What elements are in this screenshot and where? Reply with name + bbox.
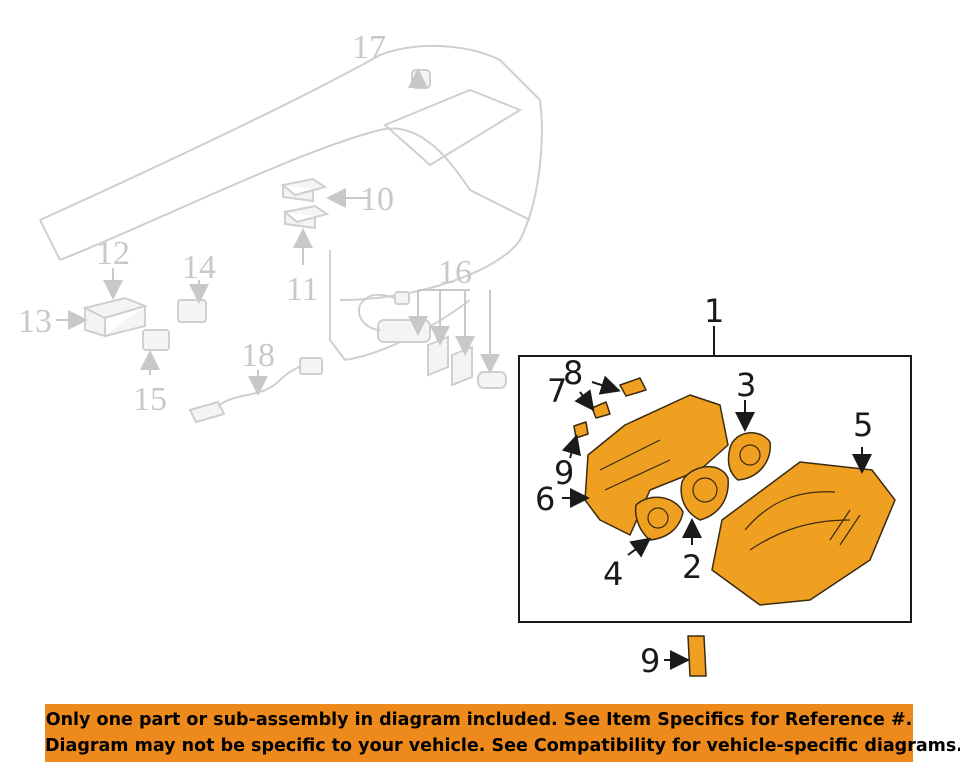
part-14-switch (177, 299, 207, 323)
callout-17: 17 (352, 29, 386, 66)
cluster-parts (573, 377, 896, 677)
part-16-bezel-a (427, 335, 449, 377)
part-9-bulb-a (573, 421, 589, 439)
callout-16: 16 (438, 254, 472, 291)
callout-5: 5 (853, 406, 873, 444)
callout-11: 11 (286, 271, 319, 308)
notice-banner: Only one part or sub-assembly in diagram… (45, 704, 960, 762)
part-17-clip (411, 69, 431, 89)
callout-14: 14 (182, 249, 216, 286)
part-9-bulb-b (687, 635, 707, 677)
ghost-wires (217, 293, 396, 407)
part-2-speedometer-dial (680, 465, 729, 521)
callout-2: 2 (682, 548, 702, 586)
callout-3: 3 (736, 366, 756, 404)
notice-line-1: Only one part or sub-assembly in diagram… (45, 710, 913, 730)
part-10-switch (280, 177, 328, 203)
parts-diagram: 17 10 11 12 13 14 15 16 18 (18, 29, 912, 680)
notice-line-2: Diagram may not be specific to your vehi… (45, 736, 960, 756)
part-4-gauge-dial (634, 496, 684, 541)
part-8-bulb (619, 377, 647, 397)
part-15-switch (142, 329, 170, 351)
ghost-callouts: 17 10 11 12 13 14 15 16 18 (18, 29, 472, 418)
callout-9-upper: 9 (554, 454, 574, 492)
callout-10: 10 (360, 181, 394, 218)
part-16-cigar-lighter (377, 319, 431, 343)
part-3-tachometer-dial (727, 432, 771, 481)
part-12-switch (82, 296, 149, 338)
cluster-details (599, 439, 861, 551)
callout-9-lower: 9 (640, 642, 660, 680)
callout-8: 8 (563, 354, 583, 392)
cluster-leaders (561, 375, 872, 670)
part-18-harness (188, 400, 226, 424)
callout-13: 13 (18, 303, 52, 340)
ghost-leaders (56, 68, 500, 396)
part-18-connector (299, 357, 323, 375)
callout-15: 15 (133, 381, 167, 418)
part-16-bezel-b (451, 345, 473, 387)
callout-12: 12 (96, 235, 130, 272)
callout-18: 18 (241, 337, 275, 374)
part-11-switch (282, 204, 330, 230)
callout-7: 7 (547, 372, 567, 410)
callout-6: 6 (535, 480, 555, 518)
part-16-knob (477, 371, 507, 389)
part-5-lens (711, 461, 896, 606)
cluster-callouts: 1 3 5 8 7 9 6 2 4 9 (535, 292, 873, 680)
part-7-bulb (591, 401, 611, 419)
callout-4: 4 (603, 555, 623, 593)
callout-1: 1 (704, 292, 724, 330)
part-16-plug (394, 291, 410, 305)
